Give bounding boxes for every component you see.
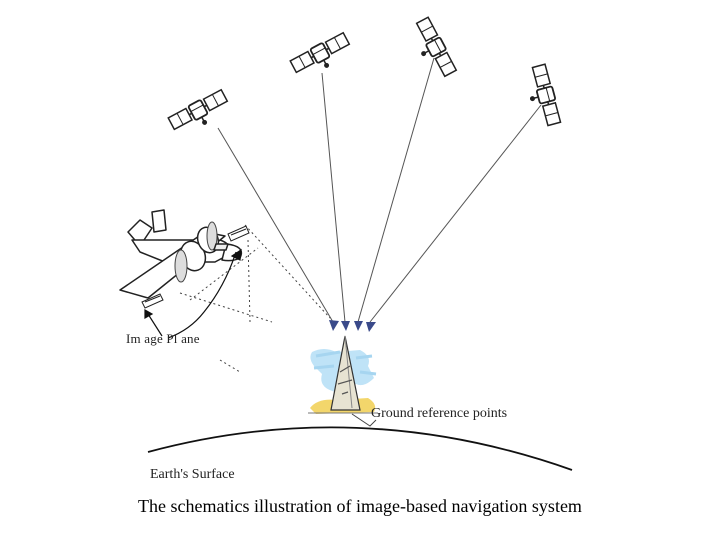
ground-pointer-line bbox=[351, 413, 377, 427]
view-line-3 bbox=[247, 239, 251, 323]
arrowhead-3 bbox=[354, 321, 363, 331]
pointer-curve bbox=[167, 251, 237, 339]
ground-reference-label: Ground reference points bbox=[371, 406, 508, 421]
image-plane-label: Im age Pl ane bbox=[126, 331, 200, 346]
image-plane-pointers bbox=[144, 248, 242, 339]
earth-surface-arc bbox=[147, 426, 573, 471]
satellite-icon bbox=[406, 15, 459, 83]
signal-line-4 bbox=[369, 104, 542, 323]
arrowhead-2 bbox=[341, 321, 350, 331]
pointer-line bbox=[147, 313, 163, 337]
airplane-icon bbox=[119, 209, 243, 299]
satellite-icon bbox=[521, 63, 563, 130]
earth-surface-label: Earth's Surface bbox=[150, 467, 235, 482]
image-frame-2 bbox=[141, 293, 164, 309]
signal-arrowheads bbox=[329, 320, 376, 332]
view-line-5 bbox=[219, 359, 241, 373]
signal-line-3 bbox=[357, 57, 435, 323]
view-line-1 bbox=[244, 224, 331, 319]
diagram-caption: The schematics illustration of image-bas… bbox=[138, 496, 582, 516]
view-line-2 bbox=[179, 292, 273, 323]
satellite-signal-lines bbox=[217, 57, 542, 323]
signal-line-2 bbox=[321, 72, 346, 323]
satellite-icon bbox=[166, 87, 234, 140]
image-frame-1 bbox=[227, 225, 250, 242]
image-plane-frames bbox=[141, 225, 250, 309]
arrowhead-1 bbox=[329, 320, 339, 331]
arrowhead-4 bbox=[366, 322, 376, 332]
camera-view-lines bbox=[179, 224, 331, 373]
signal-line-1 bbox=[217, 127, 334, 323]
view-line-4 bbox=[189, 247, 259, 301]
reference-tower-icon bbox=[308, 335, 378, 414]
